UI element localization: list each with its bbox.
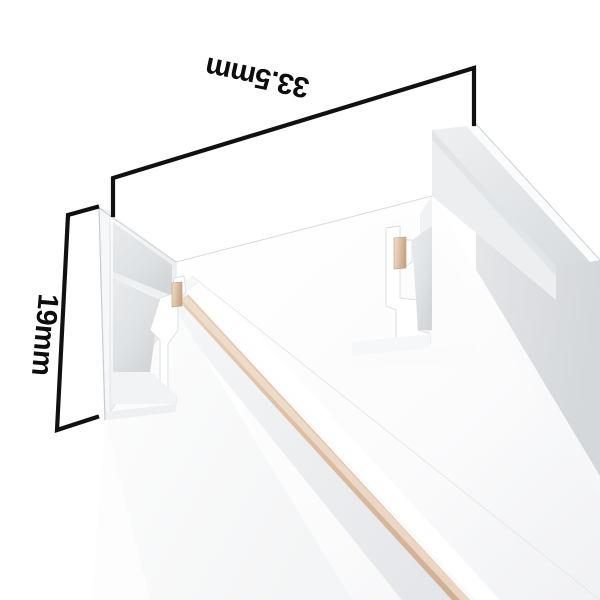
outer-right-edge-line [475, 123, 600, 261]
profile-body-extrusion [92, 123, 600, 600]
bottom-plate-section [113, 372, 176, 404]
top-edge-highlight [175, 195, 433, 263]
conductor-left-section [171, 281, 183, 308]
right-bottom-shelf-edge [352, 345, 476, 368]
conductor-right-section [393, 236, 407, 270]
channel-floor [182, 214, 600, 600]
cross-section-face [98, 207, 187, 422]
dimension-label-height: 19mm [24, 292, 64, 377]
conductor-left-run-highlight [180, 295, 470, 600]
dim-line-width [110, 65, 477, 218]
cut-face-left-edge [98, 207, 106, 421]
dim-line-height [54, 204, 100, 433]
right-cavity-wedge [412, 226, 432, 330]
cross-section-right-detail [352, 196, 476, 368]
body-underside-lower [92, 420, 150, 600]
conductor-cover-lip [186, 278, 500, 600]
right-wall-top-lip [466, 124, 600, 262]
upper-cavity-right [432, 140, 556, 300]
bottom-face-section [105, 404, 176, 420]
dimension-lines [54, 65, 477, 433]
lower-chamber-left [113, 278, 160, 372]
channel-edge-line [191, 275, 600, 600]
upper-chamber-left [113, 222, 172, 296]
right-flange-inner-face [432, 126, 590, 266]
retaining-lip-left-profile [149, 275, 187, 405]
right-flange-underside [432, 130, 556, 276]
chamber-divider-rib [113, 272, 172, 302]
right-bottom-shelf [352, 334, 430, 356]
